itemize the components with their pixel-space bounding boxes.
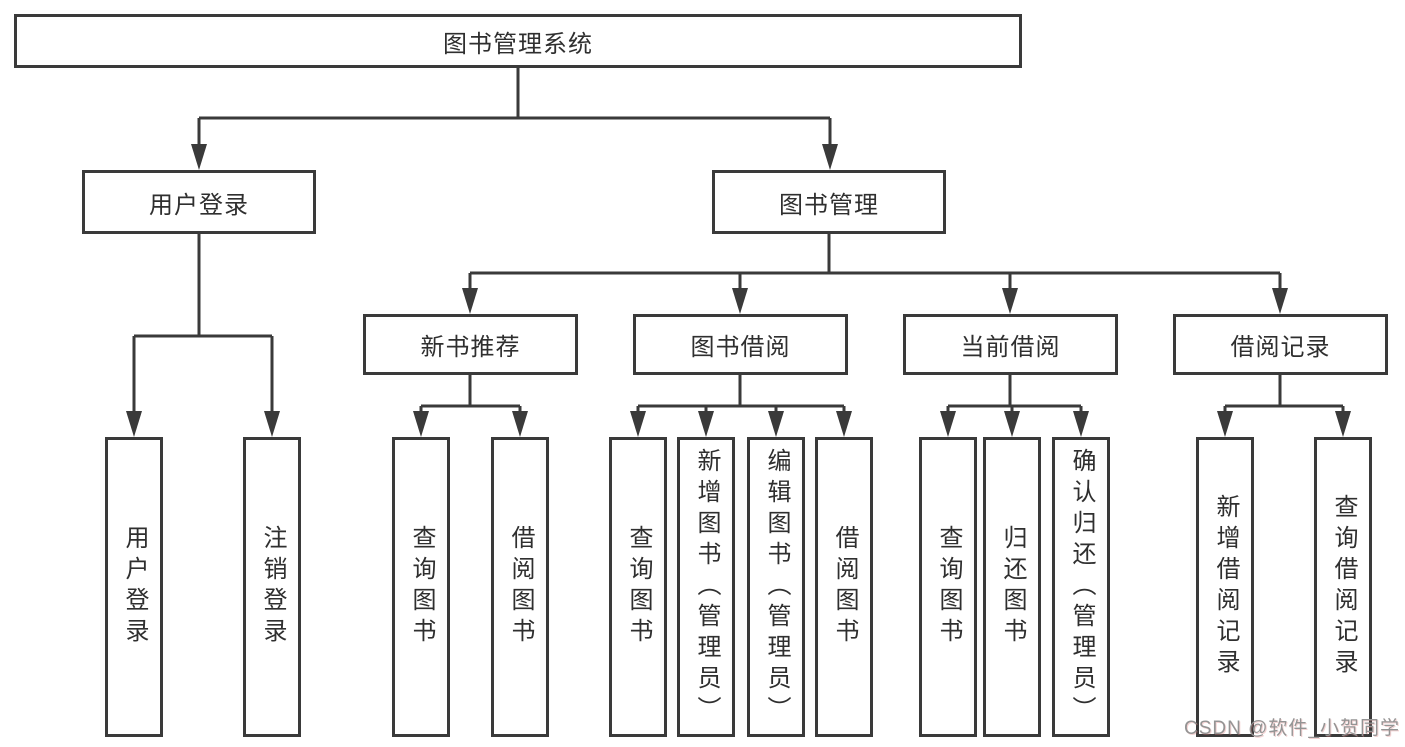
leaf-label: 借阅图书	[507, 525, 534, 649]
leaf-edit-books-admin: 编辑图书（管理员）	[747, 437, 805, 737]
leaf-label: 用户登录	[121, 525, 148, 649]
edge-current-borrow-to-leaves	[946, 375, 1083, 414]
edge-book-management-to-groups	[468, 234, 1282, 290]
leaf-label: 归还图书	[999, 525, 1026, 649]
leaf-label: 新增借阅记录	[1212, 494, 1239, 680]
leaf-logout: 注销登录	[243, 437, 301, 737]
leaf-borrow-books-2: 借阅图书	[815, 437, 873, 737]
leaf-add-books-admin: 新增图书（管理员）	[677, 437, 735, 737]
arrowheads	[126, 144, 1351, 437]
node-new-book-recommend: 新书推荐	[363, 314, 578, 375]
leaf-borrow-books-1: 借阅图书	[491, 437, 549, 737]
leaf-label: 查询图书	[408, 525, 435, 649]
csdn-watermark: CSDN @软件_小贺同学	[1184, 718, 1400, 739]
leaf-label: 查询图书	[935, 525, 962, 649]
leaf-label: 借阅图书	[831, 525, 858, 649]
leaf-confirm-return-admin: 确认归还（管理员）	[1052, 437, 1110, 737]
leaf-return-books: 归还图书	[983, 437, 1041, 737]
leaf-query-books-3: 查询图书	[919, 437, 977, 737]
leaf-add-borrow-record: 新增借阅记录	[1196, 437, 1254, 737]
leaf-query-books-2: 查询图书	[609, 437, 667, 737]
edge-user-login-to-leaves	[132, 234, 274, 414]
node-current-borrow: 当前借阅	[903, 314, 1118, 375]
leaf-label: 查询图书	[625, 525, 652, 649]
node-book-borrow: 图书借阅	[633, 314, 848, 375]
leaf-label: 确认归还（管理员）	[1068, 447, 1095, 727]
edge-borrow-records-to-leaves	[1223, 375, 1345, 414]
leaf-label: 编辑图书（管理员）	[763, 447, 790, 727]
leaf-label: 查询借阅记录	[1330, 494, 1357, 680]
edge-root-to-level2	[197, 67, 832, 146]
leaf-user-login: 用户登录	[105, 437, 163, 737]
edge-new-book-recommend-to-leaves	[419, 375, 522, 414]
leaf-query-borrow-record: 查询借阅记录	[1314, 437, 1372, 737]
node-book-management: 图书管理	[712, 170, 946, 234]
edge-book-borrow-to-leaves	[636, 375, 846, 414]
leaf-label: 注销登录	[259, 525, 286, 649]
node-root-system: 图书管理系统	[14, 14, 1022, 68]
node-user-login-branch: 用户登录	[82, 170, 316, 234]
leaf-query-books-1: 查询图书	[392, 437, 450, 737]
node-borrow-records: 借阅记录	[1173, 314, 1388, 375]
leaf-label: 新增图书（管理员）	[693, 447, 720, 727]
